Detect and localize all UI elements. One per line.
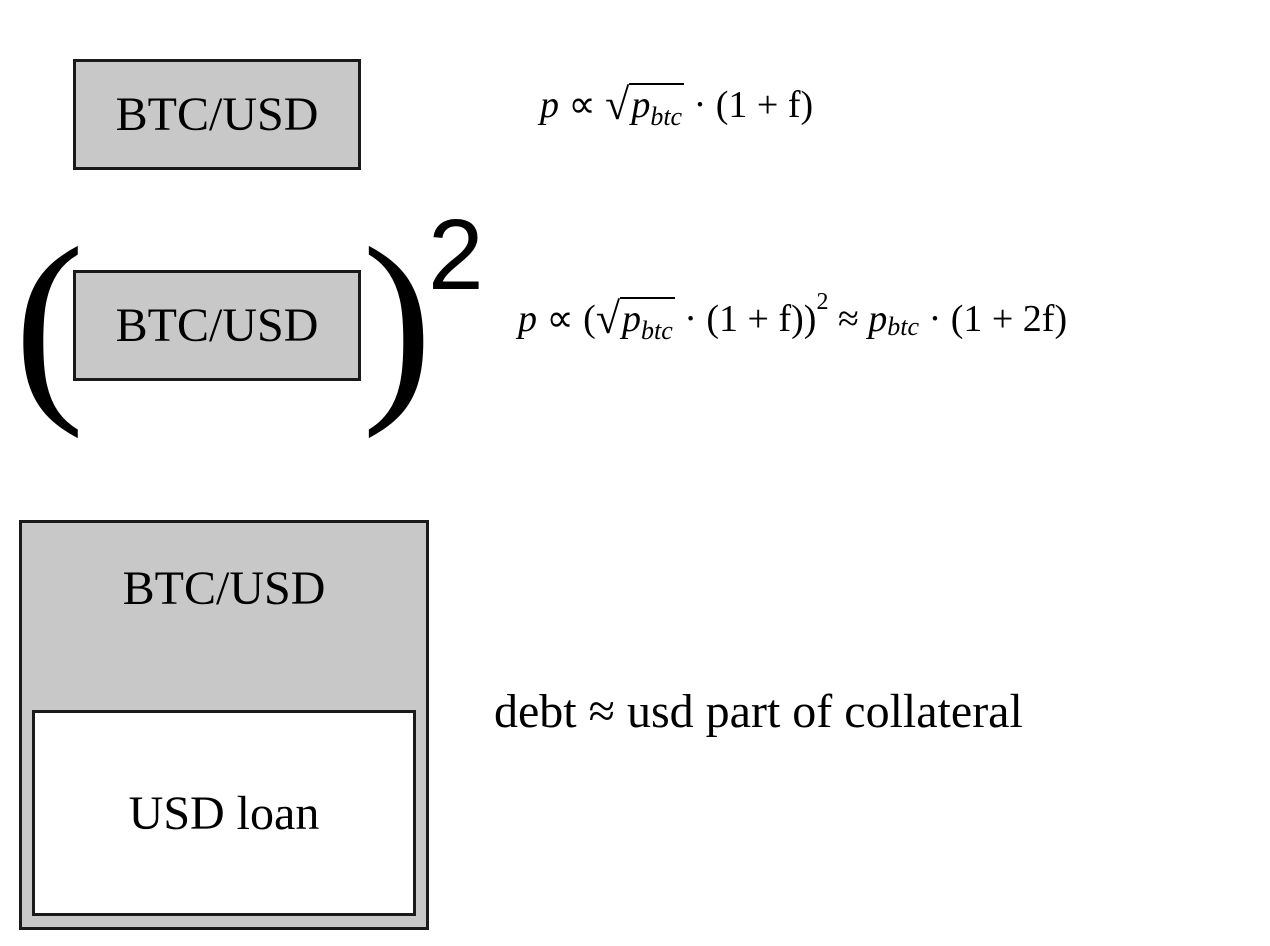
formula-var-p: p: [518, 297, 537, 340]
btc-usd-label: BTC/USD: [122, 562, 326, 615]
formula-proportional: ∝: [568, 84, 596, 126]
exponent-two: 2: [428, 199, 484, 311]
formula-var-pbtc: p: [631, 83, 651, 126]
paren-open: (: [14, 204, 85, 439]
btc-usd-label: BTC/USD: [115, 299, 319, 352]
btc-usd-label: BTC/USD: [115, 88, 319, 141]
paren-close: ): [362, 204, 433, 439]
formula-proportional: ∝ (: [546, 298, 596, 340]
sqrt-symbol: √ pbtc: [605, 79, 685, 131]
usd-loan-box: USD loan: [32, 710, 416, 916]
debt-caption: debt ≈ usd part of collateral: [494, 685, 1023, 738]
btc-usd-box-squared: BTC/USD: [73, 270, 361, 381]
formula-factor-2f: · (1 + 2f): [928, 297, 1068, 340]
btc-usd-box-top: BTC/USD: [73, 59, 361, 170]
formula-var-pbtc: p: [621, 297, 641, 340]
formula-factor: · (1 + f)): [684, 297, 817, 340]
sqrt-symbol: √ pbtc: [595, 293, 675, 345]
formula-factor: · (1 + f): [693, 83, 814, 126]
formula-var-p: p: [540, 83, 559, 126]
formula-sub-btc: btc: [640, 315, 673, 345]
formula-var-p2: p: [868, 297, 888, 340]
formula-approx: ≈: [837, 297, 859, 340]
formula-sub-btc: btc: [650, 101, 683, 131]
formula-exponent: 2: [816, 289, 829, 315]
usd-loan-label: USD loan: [128, 786, 320, 840]
formula-sub-btc2: btc: [887, 311, 920, 341]
formula-sqrt-price: p ∝ √ pbtc · (1 + f): [540, 79, 814, 131]
